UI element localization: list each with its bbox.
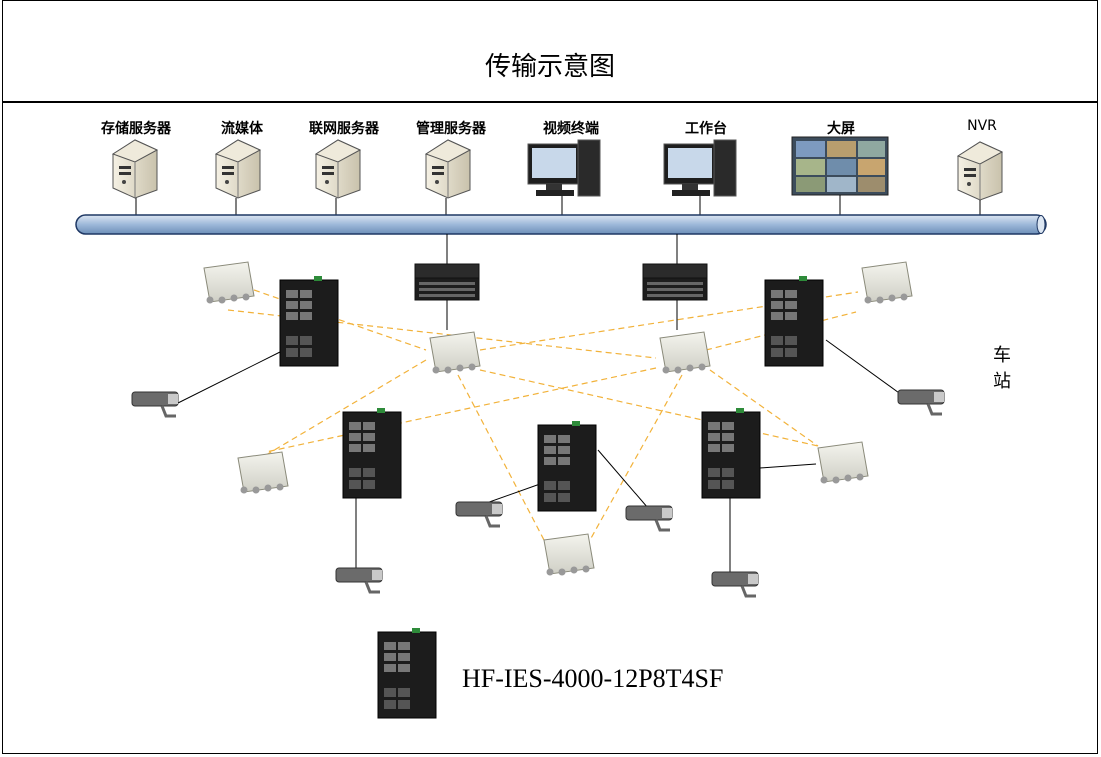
- ap-box-icon: [543, 533, 595, 576]
- industrial-switch-icon: [279, 275, 339, 367]
- model-label: HF-IES-4000-12P8T4SF: [462, 664, 724, 693]
- label-storage-server: 存储服务器: [101, 121, 171, 137]
- camera-icon: [624, 504, 674, 532]
- ap-box-icon: [817, 441, 869, 484]
- storage-server-icon: [112, 139, 158, 199]
- legend-switch-icon: [377, 627, 437, 719]
- industrial-switch-icon: [537, 420, 597, 512]
- ap-box-icon: [861, 261, 913, 304]
- camera-icon: [896, 388, 946, 416]
- camera-icon: [454, 500, 504, 528]
- label-video-terminal: 视频终端: [543, 121, 599, 137]
- label-big-screen: 大屏: [827, 121, 855, 137]
- bus-drop-lines: [135, 195, 981, 216]
- nvr-server-icon: [957, 141, 1003, 201]
- core-switch-left-icon: [414, 263, 480, 301]
- industrial-switch-icon: [701, 407, 761, 499]
- camera-icon: [334, 566, 384, 594]
- streaming-server-icon: [215, 139, 261, 199]
- station-label: 车站: [993, 345, 1011, 392]
- industrial-switch-icon: [342, 407, 402, 499]
- ap-box-icon: [237, 451, 289, 494]
- industrial-switch-icon: [764, 275, 824, 367]
- video-wall-icon: [791, 136, 889, 196]
- label-network-server: 联网服务器: [309, 121, 379, 137]
- video-terminal-icon: [527, 139, 601, 197]
- label-management-server: 管理服务器: [416, 121, 486, 137]
- label-streaming-media: 流媒体: [221, 121, 263, 137]
- ap-box-icon: [203, 261, 255, 304]
- label-workstation: 工作台: [685, 121, 727, 137]
- network-server-icon: [315, 139, 361, 199]
- ap-box-icon: [659, 331, 711, 374]
- management-server-icon: [425, 139, 471, 199]
- camera-icon: [130, 390, 180, 418]
- backbone-bus: [75, 214, 1047, 235]
- title-bar: 传输示意图: [2, 0, 1098, 103]
- label-nvr: NVR: [967, 118, 997, 134]
- core-switch-right-icon: [642, 263, 708, 301]
- camera-icon: [710, 570, 760, 598]
- ap-box-icon: [429, 331, 481, 374]
- workstation-icon: [663, 139, 737, 197]
- page-title: 传输示意图: [484, 52, 615, 82]
